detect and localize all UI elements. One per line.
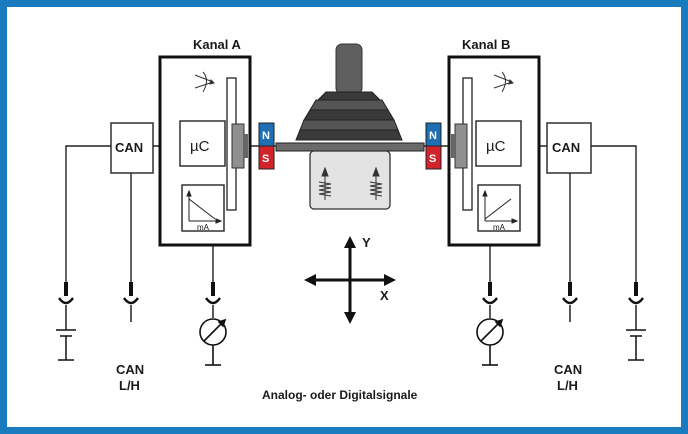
- channel-a-module: [158, 55, 252, 247]
- channel-b-mcu-label: µC: [486, 138, 506, 155]
- can-bus-left-line1: CAN: [116, 362, 144, 377]
- magnet-left-north: N: [262, 130, 270, 142]
- can-bus-right-line2: L/H: [557, 378, 578, 393]
- axis-x-label: X: [380, 288, 389, 303]
- signal-caption: Analog- oder Digitalsignale: [262, 388, 418, 402]
- magnet-left-south: S: [262, 153, 269, 165]
- channel-a-mcu-label: µC: [190, 138, 210, 155]
- magnet-right-north: N: [429, 130, 437, 142]
- analog-output-icon: [186, 189, 223, 224]
- magnet-right: [425, 122, 442, 170]
- can-bus-left-line2: L/H: [119, 378, 140, 393]
- spring-icon-left: [318, 166, 332, 200]
- rotation-icon: [194, 71, 215, 93]
- joystick-plate: [275, 142, 425, 152]
- meter-icon-left: [199, 318, 227, 366]
- can-box-right-label: CAN: [552, 140, 580, 155]
- connectors-left: [58, 282, 221, 330]
- power-supply-icon-right: [626, 329, 646, 361]
- channel-a-title: Kanal A: [193, 37, 242, 52]
- axis-cross: [304, 236, 396, 324]
- magnet-left: [258, 122, 275, 170]
- axis-y-label: Y: [362, 235, 371, 250]
- channel-b-module: [447, 55, 541, 247]
- meter-icon-right: [476, 318, 504, 366]
- can-bus-right-line1: CAN: [554, 362, 582, 377]
- channel-b-title: Kanal B: [462, 37, 510, 52]
- rotation-icon: [493, 71, 514, 93]
- joystick-bellows: [295, 91, 403, 141]
- can-box-left-label: CAN: [115, 140, 143, 155]
- analog-output-icon: [482, 189, 519, 224]
- joystick: [275, 43, 425, 210]
- can-box-right: [546, 122, 592, 174]
- magnet-right-south: S: [429, 153, 436, 165]
- connectors-right: [482, 282, 644, 330]
- can-box-left: [110, 122, 154, 174]
- power-supply-icon-left: [56, 329, 76, 361]
- joystick-housing: [309, 150, 391, 210]
- channel-b-ma-label: mA: [493, 223, 506, 232]
- spring-icon-right: [369, 166, 383, 200]
- joystick-handle: [335, 43, 363, 95]
- channel-a-ma-label: mA: [197, 223, 210, 232]
